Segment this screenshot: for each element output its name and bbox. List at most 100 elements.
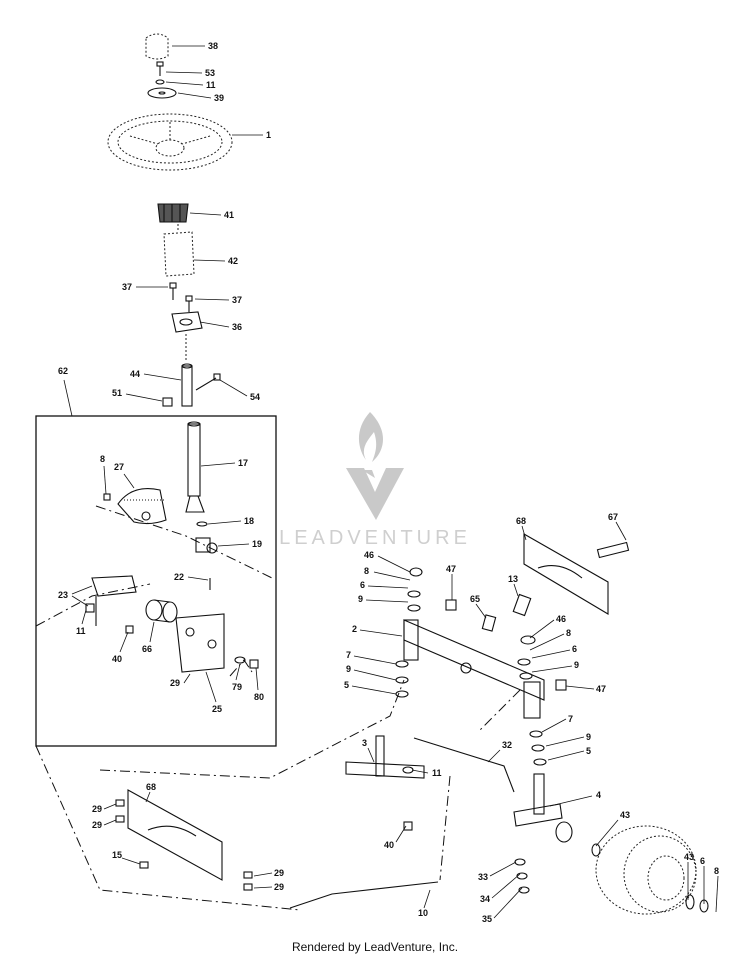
callout-68-right: 68 xyxy=(516,516,526,526)
bracket-part-68-right xyxy=(523,533,609,615)
callout-36: 36 xyxy=(232,322,242,332)
callout-51: 51 xyxy=(112,388,122,398)
callout-66: 66 xyxy=(142,644,152,654)
dash-line-box xyxy=(35,505,273,677)
shaft-part-44 xyxy=(181,363,193,407)
callout-10: 10 xyxy=(418,908,428,918)
spacer-part-13 xyxy=(512,593,532,617)
callout-35: 35 xyxy=(482,914,492,924)
callout-39: 39 xyxy=(214,93,224,103)
callout-43-upper: 43 xyxy=(620,810,630,820)
callout-47-upper: 47 xyxy=(446,564,456,574)
washer-part-11-top xyxy=(155,79,165,85)
callout-1: 1 xyxy=(266,130,271,140)
callout-65: 65 xyxy=(470,594,480,604)
callout-22: 22 xyxy=(174,572,184,582)
callout-5-left: 5 xyxy=(344,680,349,690)
callout-17: 17 xyxy=(238,458,248,468)
callout-23: 23 xyxy=(58,590,68,600)
column-cover-part-42 xyxy=(163,231,195,277)
callout-8-lower: 8 xyxy=(566,628,571,638)
callout-15: 15 xyxy=(112,850,122,860)
callout-27: 27 xyxy=(114,462,124,472)
callout-7-left: 7 xyxy=(346,650,351,660)
callout-37-left: 37 xyxy=(122,282,132,292)
callout-47-lower: 47 xyxy=(596,684,606,694)
knob-cap-part-38 xyxy=(145,33,169,60)
callout-33: 33 xyxy=(478,872,488,882)
leadventure-logo-watermark xyxy=(346,412,404,520)
callout-79: 79 xyxy=(232,682,242,692)
callout-4: 4 xyxy=(596,790,601,800)
callout-6-lower: 6 xyxy=(572,644,577,654)
callout-7-right: 7 xyxy=(568,714,573,724)
callout-8-box: 8 xyxy=(100,454,105,464)
callout-44: 44 xyxy=(130,369,140,379)
callout-41: 41 xyxy=(224,210,234,220)
bracket-part-23 xyxy=(91,575,137,626)
callout-29-bottom-a: 29 xyxy=(274,868,284,878)
watermark-text: LEADVENTURE xyxy=(279,527,471,549)
callout-46-lower: 46 xyxy=(556,614,566,624)
nut-part-51 xyxy=(162,397,173,407)
callout-68-left: 68 xyxy=(146,782,156,792)
footer-credit: Rendered by LeadVenture, Inc. xyxy=(291,940,459,954)
pinion-part-19 xyxy=(195,537,218,554)
callout-38: 38 xyxy=(208,41,218,51)
spindle-part-3 xyxy=(345,735,425,779)
steering-shaft-part-17 xyxy=(185,421,205,513)
callout-2: 2 xyxy=(352,624,357,634)
callout-40-right: 40 xyxy=(384,840,394,850)
callout-62: 62 xyxy=(58,366,68,376)
callout-5-right: 5 xyxy=(586,746,591,756)
callout-9-upper: 9 xyxy=(358,594,363,604)
callout-46-upper: 46 xyxy=(364,550,374,560)
hardware-misc xyxy=(85,493,709,913)
axle-part-2 xyxy=(403,619,545,719)
callout-6-wheel: 6 xyxy=(700,856,705,866)
callout-11-box: 11 xyxy=(76,626,86,636)
callout-37-right: 37 xyxy=(232,295,242,305)
callout-8-upper: 8 xyxy=(364,566,369,576)
bolt-part-54 xyxy=(195,373,221,391)
callout-32: 32 xyxy=(502,740,512,750)
washer-part-18 xyxy=(196,521,208,527)
callout-29-box: 29 xyxy=(170,678,180,688)
callout-19: 19 xyxy=(252,539,262,549)
adapter-part-41 xyxy=(157,203,189,223)
steering-wheel-part-1 xyxy=(107,113,233,171)
callout-29-left-a: 29 xyxy=(92,804,102,814)
bolt-part-67 xyxy=(596,541,630,559)
spindle-part-4 xyxy=(513,773,573,843)
callout-29-left-b: 29 xyxy=(92,820,102,830)
callout-25: 25 xyxy=(212,704,222,714)
callout-6-upper: 6 xyxy=(360,580,365,590)
bracket-part-68-left xyxy=(127,789,223,881)
callout-9-lower: 9 xyxy=(574,660,579,670)
bolt-part-37-right xyxy=(185,295,193,312)
callout-42: 42 xyxy=(228,256,238,266)
mount-plate-part-25 xyxy=(175,613,225,673)
callout-54: 54 xyxy=(250,392,260,402)
callout-9-left: 9 xyxy=(346,664,351,674)
callout-9-right: 9 xyxy=(586,732,591,742)
drag-link-part-10 xyxy=(289,881,439,909)
assembly-box-62 xyxy=(35,379,277,747)
callout-53: 53 xyxy=(205,68,215,78)
callout-18: 18 xyxy=(244,516,254,526)
screw-part-53 xyxy=(156,61,164,76)
callout-11: 11 xyxy=(206,80,216,90)
callout-13: 13 xyxy=(508,574,518,584)
callout-43-lower: 43 xyxy=(684,852,694,862)
callout-29-bottom-b: 29 xyxy=(274,882,284,892)
dash-lines-right xyxy=(35,679,521,911)
callout-11-right: 11 xyxy=(432,768,442,778)
callout-3: 3 xyxy=(362,738,367,748)
tie-rod-part-32 xyxy=(413,737,515,793)
callout-34: 34 xyxy=(480,894,490,904)
callout-8-wheel: 8 xyxy=(714,866,719,876)
spacer-part-66 xyxy=(145,599,178,623)
washer-part-39 xyxy=(147,87,177,99)
wheel-tire-part-43 xyxy=(595,825,697,915)
